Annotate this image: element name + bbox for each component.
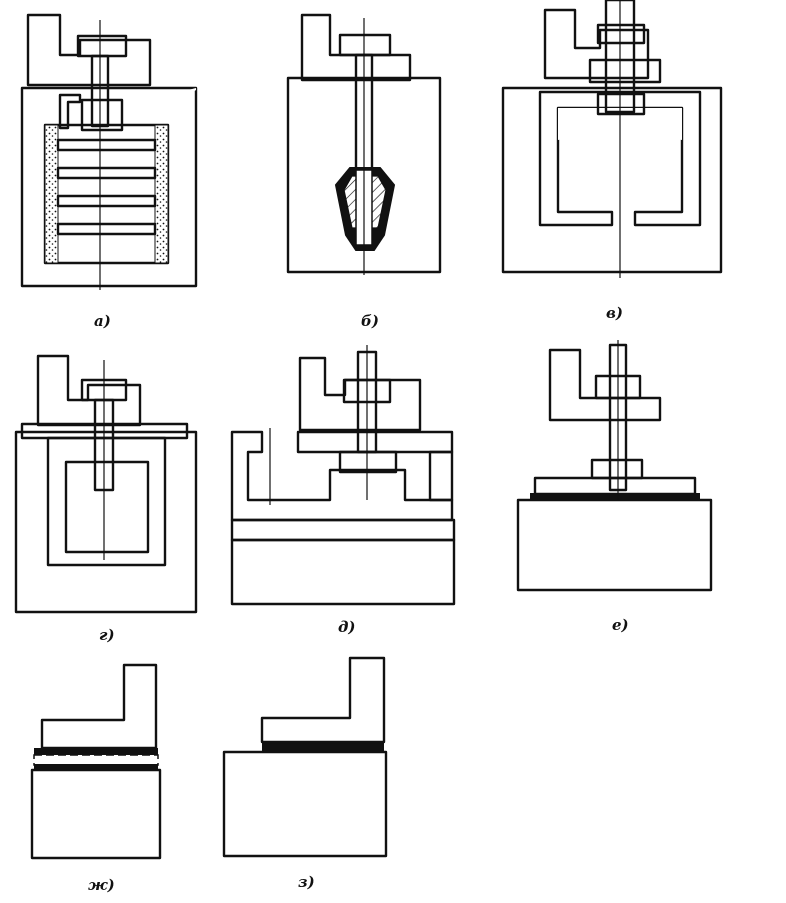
panel-g	[14, 354, 198, 614]
label-panel-zh: ж)	[88, 876, 115, 894]
panel-d	[230, 345, 456, 606]
label-panel-b: б)	[361, 312, 379, 330]
label-panel-g: г)	[99, 626, 115, 644]
panel-zh	[30, 663, 162, 860]
label-panel-a: а)	[94, 312, 111, 330]
panel-e	[516, 340, 713, 592]
panel-z	[222, 656, 388, 858]
label-panel-z: з)	[298, 873, 315, 891]
panel-v	[501, 0, 723, 278]
panel-b	[286, 13, 442, 275]
label-panel-e: е)	[612, 616, 629, 634]
label-panel-d: д)	[338, 618, 356, 636]
label-panel-v: в)	[606, 304, 623, 322]
panel-a	[20, 13, 198, 290]
